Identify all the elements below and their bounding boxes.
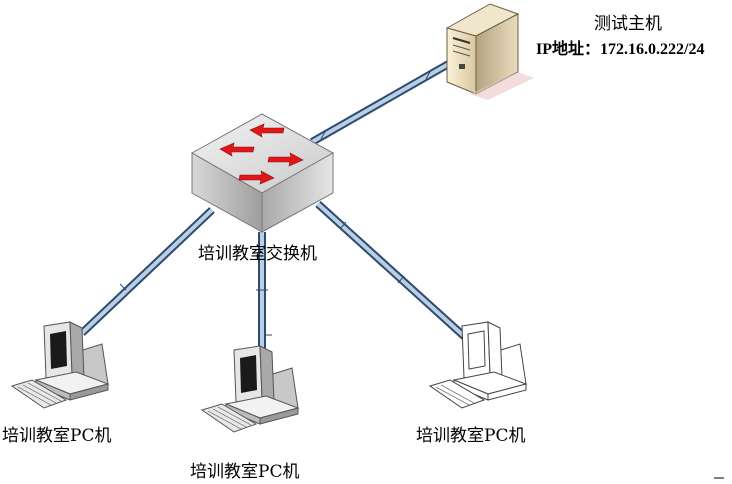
pc-label-middle: 培训教室PC机 (190, 462, 300, 482)
pc-icon (428, 321, 528, 409)
server-name-label: 测试主机 (594, 14, 662, 34)
link-switch-pc-middle (256, 232, 272, 356)
switch-icon (190, 113, 335, 233)
pc-icon (10, 321, 110, 409)
link-switch-server (310, 58, 454, 146)
pc-label-right: 培训教室PC机 (416, 426, 526, 446)
link-switch-pc-right (315, 201, 469, 341)
pc-label-left: 培训教室PC机 (2, 426, 112, 446)
server-icon (445, 3, 534, 100)
pc-icon (200, 345, 300, 433)
server-ip-label: IP地址：172.16.0.222/24 (536, 41, 705, 58)
switch-label: 培训教室交换机 (198, 244, 317, 264)
link-switch-pc-left (79, 207, 215, 336)
